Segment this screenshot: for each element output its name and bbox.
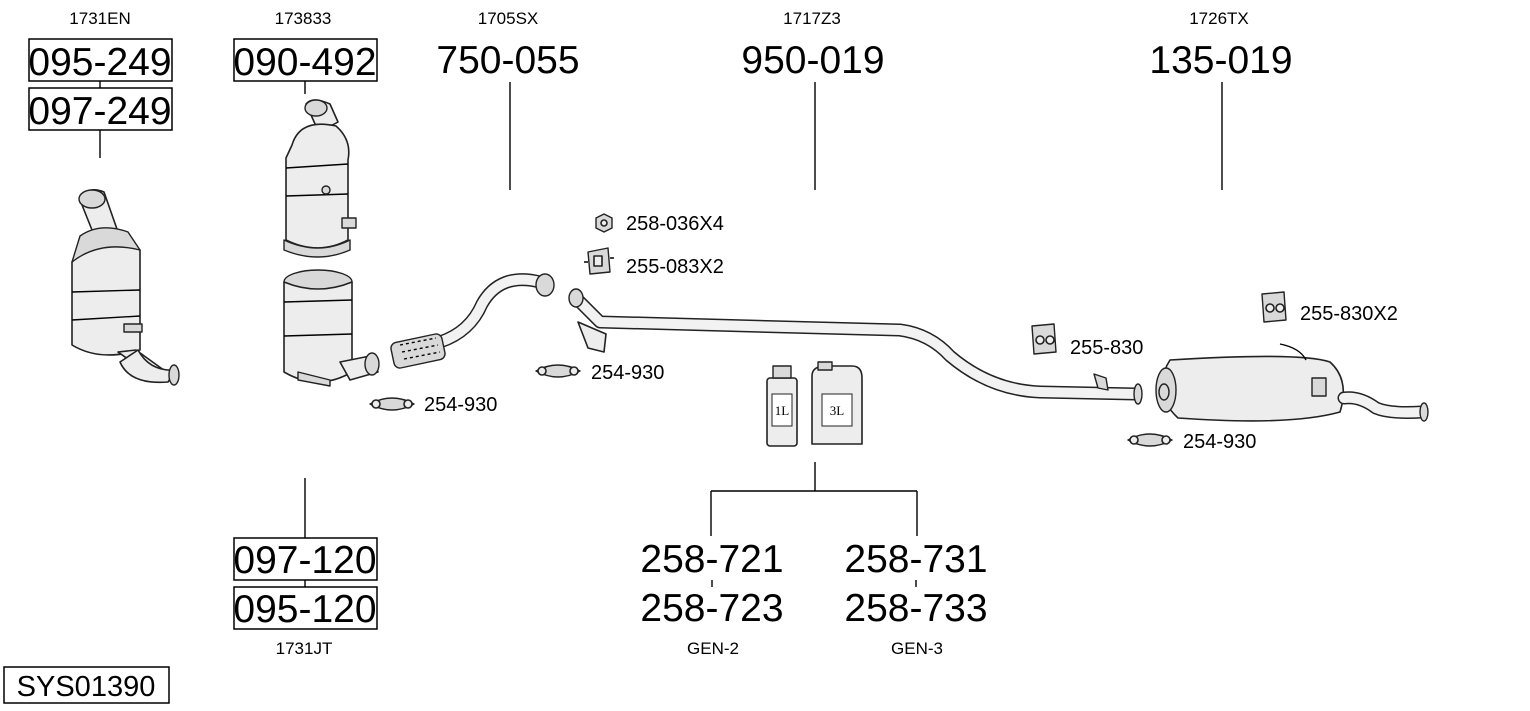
part-number-additive-1l-a[interactable]: 258-721	[640, 538, 783, 581]
system-code-box	[3, 666, 170, 704]
front-pipe-illustration[interactable]	[390, 273, 555, 369]
oem-ref-gen2: GEN-2	[687, 639, 739, 658]
accessory-clamp-dpf-label[interactable]: 254-930	[424, 394, 497, 416]
accessory-clamp-front-label[interactable]: 254-930	[591, 362, 664, 384]
oem-ref-gen3: GEN-3	[891, 639, 943, 658]
additive-canister-3l-icon[interactable]: 3L	[811, 361, 863, 445]
part-box-dpf-bottom-b[interactable]	[233, 586, 378, 630]
part-number-dpf-top[interactable]: 090-492	[233, 41, 376, 84]
rubber-mount-mid-icon[interactable]	[1031, 323, 1057, 355]
oem-ref-mid-pipe: 1717Z3	[783, 9, 841, 28]
accessory-bracket-label[interactable]: 255-083X2	[626, 256, 724, 278]
rear-silencer-illustration[interactable]	[1155, 343, 1429, 422]
dpf-top-illustration[interactable]	[283, 99, 357, 258]
part-number-cat1-a[interactable]: 095-249	[28, 41, 171, 84]
part-number-front-pipe[interactable]: 750-055	[436, 39, 579, 82]
part-number-additive-3l-b[interactable]: 258-733	[844, 587, 987, 630]
part-number-dpf-bottom-a[interactable]: 097-120	[233, 539, 376, 582]
rubber-mount-rear-icon[interactable]	[1261, 291, 1287, 323]
clamp-dpf-icon[interactable]	[369, 397, 415, 411]
bracket-icon[interactable]	[584, 247, 614, 275]
oem-ref-front-pipe: 1705SX	[478, 9, 539, 28]
catalytic-converter-illustration[interactable]	[71, 189, 180, 386]
part-box-dpf-bottom-a[interactable]	[233, 537, 378, 581]
accessory-nut-label[interactable]: 258-036X4	[626, 213, 724, 235]
part-number-rear-silencer[interactable]: 135-019	[1149, 39, 1292, 82]
accessory-rubber-rear-label[interactable]: 255-830X2	[1300, 303, 1398, 325]
part-number-dpf-bottom-b[interactable]: 095-120	[233, 588, 376, 631]
oem-ref-dpf-top: 173833	[275, 9, 332, 28]
oem-ref-cat1: 1731EN	[69, 9, 130, 28]
clamp-front-icon[interactable]	[535, 364, 581, 378]
canister-1l-label: 1L	[775, 403, 790, 418]
part-box-dpf-top[interactable]	[233, 38, 378, 82]
accessory-clamp-rear-label[interactable]: 254-930	[1183, 431, 1256, 453]
part-box-cat1-b[interactable]	[28, 87, 173, 131]
part-number-mid-pipe[interactable]: 950-019	[741, 39, 884, 82]
part-box-cat1-a[interactable]	[28, 38, 173, 82]
accessory-rubber-mid-label[interactable]: 255-830	[1070, 337, 1143, 359]
additive-canister-1l-icon[interactable]: 1L	[766, 365, 798, 447]
part-number-additive-3l-a[interactable]: 258-731	[844, 538, 987, 581]
mid-pipe-illustration[interactable]	[568, 288, 1143, 405]
canister-3l-label: 3L	[830, 403, 845, 418]
system-code: SYS01390	[17, 671, 156, 703]
part-number-cat1-b[interactable]: 097-249	[28, 90, 171, 133]
dpf-bottom-illustration[interactable]	[283, 269, 380, 387]
nut-icon[interactable]	[595, 213, 613, 233]
part-number-additive-1l-b[interactable]: 258-723	[640, 587, 783, 630]
clamp-rear-icon[interactable]	[1127, 433, 1173, 447]
oem-ref-dpf-bottom: 1731JT	[276, 639, 333, 658]
oem-ref-rear-silencer: 1726TX	[1189, 9, 1249, 28]
